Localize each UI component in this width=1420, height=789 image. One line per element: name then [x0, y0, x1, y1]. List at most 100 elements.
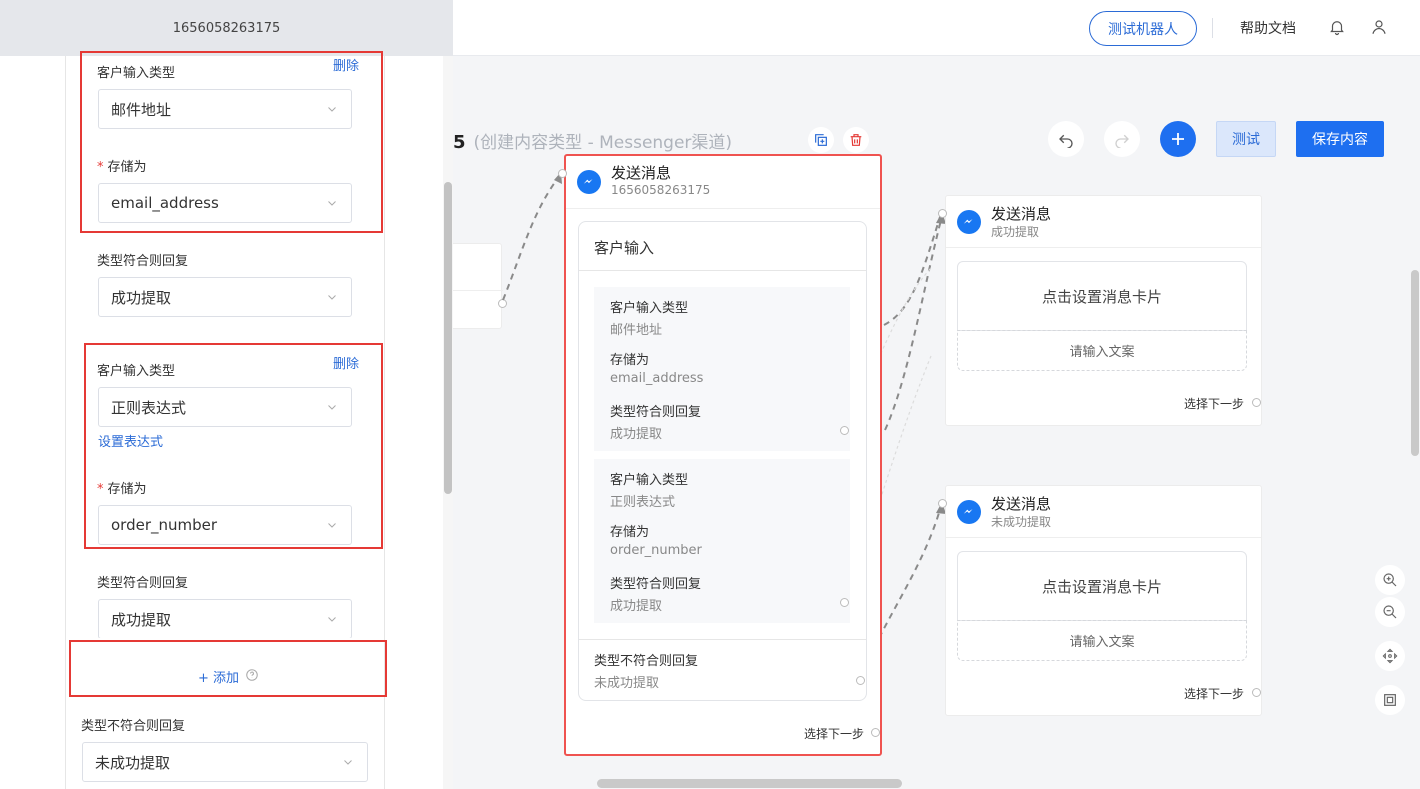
- divider: [946, 537, 1261, 538]
- messenger-icon: [957, 500, 981, 524]
- nomatch-reply-select[interactable]: 未成功提取: [82, 742, 368, 782]
- node-title: 发送消息: [991, 495, 1052, 513]
- fullscreen-icon[interactable]: [1375, 685, 1405, 715]
- message-card-setup[interactable]: 点击设置消息卡片: [957, 261, 1247, 331]
- next-step-port[interactable]: [1252, 398, 1261, 407]
- type-label: 客户输入类型: [97, 66, 176, 81]
- chevron-down-icon: [325, 400, 339, 414]
- select-value: 成功提取: [111, 610, 172, 629]
- help-docs-link[interactable]: 帮助文档: [1240, 21, 1296, 37]
- store-label: *存储为: [97, 482, 147, 497]
- flow-number: 5: [453, 132, 466, 153]
- chevron-down-icon: [341, 755, 355, 769]
- node-subtitle: 成功提取: [991, 225, 1040, 239]
- message-card-setup[interactable]: 点击设置消息卡片: [957, 551, 1247, 621]
- item-output-port[interactable]: [840, 598, 849, 607]
- bell-icon[interactable]: [1327, 17, 1347, 37]
- chevron-down-icon: [325, 196, 339, 210]
- item-match-label: 类型符合则回复: [610, 405, 702, 420]
- card-title: 客户输入: [594, 239, 655, 257]
- add-node-icon[interactable]: [1160, 121, 1196, 157]
- next-step-port[interactable]: [871, 728, 880, 737]
- match-reply-select[interactable]: 成功提取: [98, 277, 352, 317]
- divider: [579, 639, 866, 640]
- item-store-label: 存储为: [610, 525, 650, 540]
- next-step-label[interactable]: 选择下一步: [1184, 687, 1245, 701]
- help-circle-icon[interactable]: [245, 667, 259, 686]
- chevron-down-icon: [325, 612, 339, 626]
- test-bot-button[interactable]: 测试机器人: [1089, 11, 1197, 46]
- item-output-port[interactable]: [840, 426, 849, 435]
- delete-link[interactable]: 删除: [333, 357, 360, 372]
- undo-icon[interactable]: [1048, 121, 1084, 157]
- type-label: 客户输入类型: [97, 364, 176, 379]
- input-type-select[interactable]: 邮件地址: [98, 89, 352, 129]
- select-value: 邮件地址: [111, 100, 172, 119]
- set-regex-link[interactable]: 设置表达式: [98, 435, 164, 450]
- store-label-text: 存储为: [107, 160, 147, 175]
- nomatch-value: 未成功提取: [594, 676, 660, 691]
- store-label: *存储为: [97, 160, 147, 175]
- chevron-down-icon: [325, 102, 339, 116]
- next-step-port[interactable]: [1252, 688, 1261, 697]
- item-match-value: 成功提取: [610, 599, 663, 614]
- fit-center-icon[interactable]: [1375, 641, 1405, 671]
- copy-node-icon[interactable]: [808, 127, 834, 153]
- zoom-out-icon[interactable]: [1375, 597, 1405, 627]
- user-icon[interactable]: [1369, 17, 1389, 37]
- save-content-button[interactable]: 保存内容: [1296, 121, 1384, 157]
- panel-fill: [66, 638, 384, 648]
- item-type-value: 正则表达式: [610, 495, 676, 510]
- match-reply-label: 类型符合则回复: [97, 576, 189, 591]
- redo-icon[interactable]: [1104, 121, 1140, 157]
- panel-header: 1656058263175: [0, 0, 453, 56]
- item-match-label: 类型符合则回复: [610, 577, 702, 592]
- node-input-port[interactable]: [938, 499, 947, 508]
- highlight-box: [84, 343, 383, 549]
- vertical-scrollbar[interactable]: [1411, 270, 1419, 456]
- highlight-box: [69, 640, 387, 697]
- match-reply-label: 类型符合则回复: [97, 254, 189, 269]
- chevron-down-icon: [325, 518, 339, 532]
- add-item-button[interactable]: + 添加: [198, 667, 259, 686]
- divider: [1212, 18, 1213, 38]
- input-type-select[interactable]: 正则表达式: [98, 387, 352, 427]
- node-subtitle: 1656058263175: [611, 183, 711, 197]
- delete-link[interactable]: 删除: [333, 59, 360, 74]
- match-reply-select[interactable]: 成功提取: [98, 599, 352, 639]
- store-as-select[interactable]: order_number: [98, 505, 352, 545]
- horizontal-scrollbar[interactable]: [597, 779, 902, 788]
- zoom-in-icon[interactable]: [1375, 565, 1405, 595]
- nomatch-label: 类型不符合则回复: [594, 654, 699, 669]
- select-value: 正则表达式: [111, 398, 187, 417]
- delete-node-icon[interactable]: [843, 127, 869, 153]
- test-button[interactable]: 测试: [1216, 121, 1276, 157]
- panel-scrollbar[interactable]: [444, 182, 452, 494]
- messenger-icon: [577, 170, 601, 194]
- node-input-port[interactable]: [558, 169, 567, 178]
- store-label-text: 存储为: [107, 482, 147, 497]
- nomatch-output-port[interactable]: [856, 676, 865, 685]
- next-step-label[interactable]: 选择下一步: [804, 727, 865, 741]
- select-value: 成功提取: [111, 288, 172, 307]
- item-store-value: order_number: [610, 543, 702, 558]
- add-label: + 添加: [198, 671, 240, 686]
- divider: [579, 270, 866, 271]
- item-match-value: 成功提取: [610, 427, 663, 442]
- node-input-port[interactable]: [938, 209, 947, 218]
- item-store-label: 存储为: [610, 353, 650, 368]
- select-value: email_address: [111, 194, 219, 212]
- node-title: 发送消息: [611, 164, 672, 182]
- item-type-value: 邮件地址: [610, 323, 663, 338]
- node-subtitle: 未成功提取: [991, 515, 1052, 529]
- text-input-area[interactable]: 请输入文案: [957, 620, 1247, 661]
- next-step-label[interactable]: 选择下一步: [1184, 397, 1245, 411]
- store-as-select[interactable]: email_address: [98, 183, 352, 223]
- select-value: 未成功提取: [95, 753, 171, 772]
- nomatch-reply-label: 类型不符合则回复: [81, 719, 186, 734]
- item-type-label: 客户输入类型: [610, 473, 689, 488]
- divider: [946, 247, 1261, 248]
- select-value: order_number: [111, 516, 218, 534]
- flow-title: 5(创建内容类型 - Messenger渠道): [453, 128, 732, 153]
- text-input-area[interactable]: 请输入文案: [957, 330, 1247, 371]
